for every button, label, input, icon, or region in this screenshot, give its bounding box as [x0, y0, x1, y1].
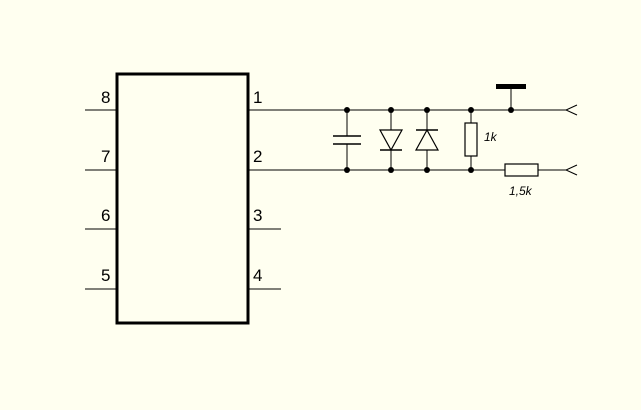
capacitor: [333, 110, 361, 170]
pin-label-4: 4: [253, 266, 262, 285]
diode-2: [414, 110, 440, 170]
pin-label-8: 8: [101, 88, 110, 107]
junction-node: [508, 107, 514, 113]
pin-label-5: 5: [101, 266, 110, 285]
resistor-shunt-value: 1k: [484, 130, 498, 144]
resistor-series: [504, 163, 539, 177]
pin-label-1: 1: [253, 88, 262, 107]
junction-node: [388, 167, 394, 173]
resistor-series-value: 1,5k: [509, 184, 533, 198]
junction-node: [468, 107, 474, 113]
junction-node: [424, 107, 430, 113]
diode-1: [378, 110, 404, 170]
terminal-1-arrow-icon: [564, 104, 578, 116]
pin-label-6: 6: [101, 206, 110, 225]
ground-bar-icon: [496, 84, 526, 89]
junction-node: [344, 107, 350, 113]
resistor-shunt: [464, 110, 478, 170]
junction-node: [344, 167, 350, 173]
junction-node: [468, 167, 474, 173]
terminal-2-arrow-icon: [564, 164, 578, 176]
pin-label-7: 7: [101, 147, 110, 166]
ic-body: [115, 72, 250, 325]
pin-label-3: 3: [253, 206, 262, 225]
junction-node: [388, 107, 394, 113]
junction-node: [424, 167, 430, 173]
pin-label-2: 2: [253, 147, 262, 166]
